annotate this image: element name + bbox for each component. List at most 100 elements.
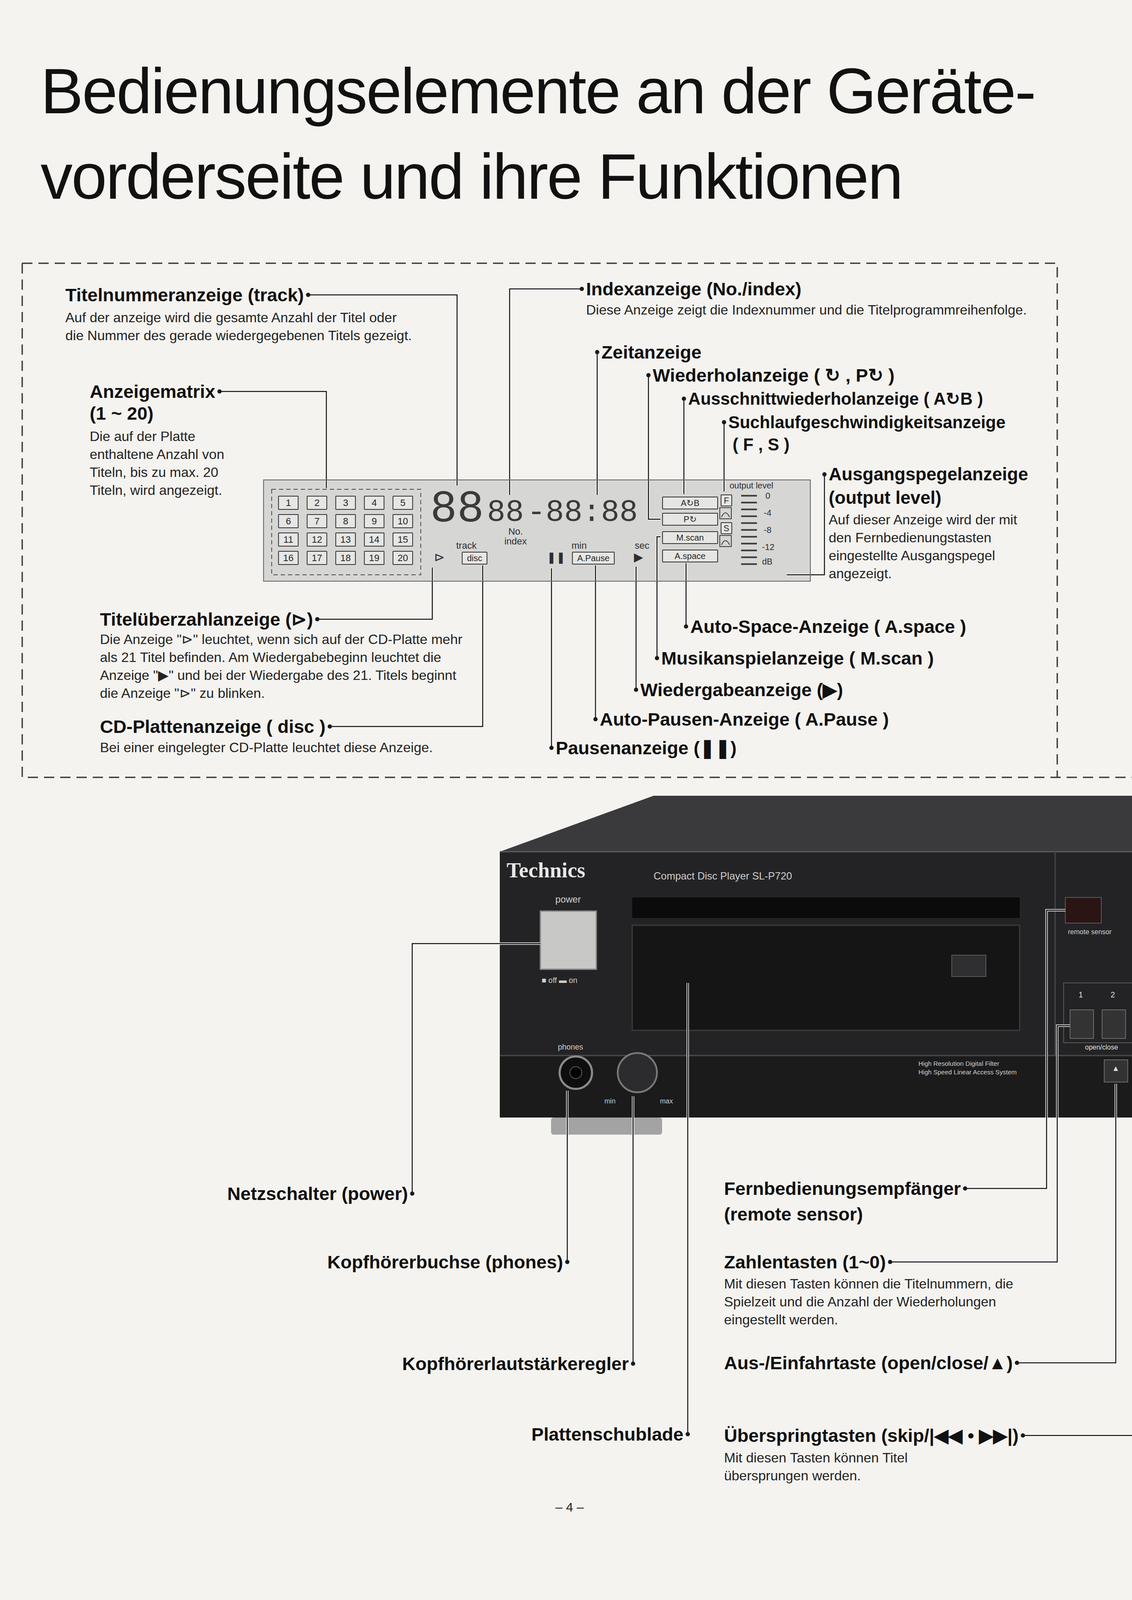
leader-halo — [890, 1025, 1071, 1262]
device-print: ▲ — [1111, 1063, 1120, 1073]
player-lower-band — [499, 1055, 1132, 1118]
track-matrix-cell: 2 — [306, 495, 328, 510]
indicator-text: 2 — [314, 498, 320, 508]
callout-heading: Kopfhörerlautstärkeregler — [402, 1351, 630, 1375]
callout-heading: Titelnummeranzeige (track) — [65, 283, 304, 306]
remote-sensor-window — [1065, 897, 1102, 923]
callout-heading: (1 ~ 20) — [89, 401, 154, 425]
device-print: 1 — [1078, 990, 1083, 1000]
callout-heading: Zeitanzeige — [601, 340, 702, 364]
open-close-button — [1104, 1059, 1128, 1082]
panel-divider — [1054, 851, 1056, 1056]
dashed-frame — [22, 263, 1132, 778]
track-matrix-cell: 16 — [278, 550, 299, 565]
leader-stroke — [566, 1090, 569, 1262]
indicator-text: 10 — [397, 516, 408, 526]
track-matrix-cell: 14 — [363, 532, 385, 547]
track-matrix-cell: 5 — [392, 495, 414, 510]
leader-dot — [633, 687, 639, 692]
leader-line — [565, 1090, 570, 1264]
leader-halo — [1017, 1083, 1116, 1363]
disc-tray — [632, 924, 1020, 1030]
display-print: track — [456, 540, 477, 551]
leader-dot — [962, 1185, 968, 1191]
callout-text: Auf der anzeige wird die gesamte Anzahl … — [65, 308, 416, 345]
display-print: No. index — [501, 526, 530, 546]
track-matrix-cell: 6 — [278, 513, 299, 528]
leader-line — [633, 566, 639, 692]
number-key — [1070, 1009, 1094, 1039]
device-print: ■ off ▬ on — [541, 975, 578, 985]
leader-halo — [786, 474, 825, 575]
indicator-text: M.scan — [676, 533, 704, 542]
indicator-text: 4 — [371, 498, 377, 508]
indicator-text: 6 — [285, 516, 291, 526]
leader-halo — [656, 536, 661, 658]
indicator-text: 13 — [340, 534, 351, 545]
device-print: max — [659, 1096, 673, 1105]
indicator-text: 11 — [283, 534, 294, 545]
leader-line — [683, 563, 689, 629]
leader-dot — [410, 1190, 415, 1196]
display-print: output level — [729, 480, 774, 490]
leader-stroke — [632, 1095, 634, 1364]
indicator-text: 5 — [400, 498, 406, 508]
display-print: ❚❚ — [546, 551, 566, 563]
leader-dot — [1014, 1360, 1020, 1365]
track-matrix-cell: 3 — [335, 495, 356, 510]
callout-heading: Indexanzeige (No./index) — [586, 277, 802, 300]
leader-stroke — [685, 563, 687, 627]
leader-line — [410, 943, 541, 1196]
leader-line — [646, 372, 661, 520]
leader-line — [315, 567, 433, 622]
track-matrix-cell: 10 — [392, 513, 414, 528]
leader-dot — [681, 396, 687, 401]
callout-text: Auf dieser Anzeige wird der mit den Fern… — [828, 510, 1034, 583]
callout-heading: Kopfhörerbuchse (phones) — [327, 1250, 564, 1273]
leader-halo — [634, 566, 638, 690]
display-print: -88:88 — [527, 497, 638, 528]
callout-heading: Auto-Space-Anzeige ( A.space ) — [690, 615, 967, 638]
leader-stroke — [509, 288, 582, 495]
device-print: High Resolution Digital Filter — [918, 1059, 1000, 1067]
callout-heading: Pausenanzeige (❚❚) — [555, 736, 737, 759]
leader-line — [685, 982, 690, 1436]
indicator-text: 15 — [397, 534, 408, 545]
indicator-text: 20 — [397, 553, 408, 563]
indicator-text: 18 — [340, 553, 351, 563]
callout-heading: Ausgangspegelanzeige — [828, 463, 1029, 485]
callout-heading: Auto-Pausen-Anzeige ( A.Pause ) — [599, 707, 889, 731]
leader-dot — [315, 616, 320, 622]
leader-halo — [722, 422, 726, 492]
key-frame — [1063, 982, 1132, 1043]
leader-line — [1020, 1432, 1132, 1437]
indicator-text: A↻B — [680, 498, 700, 508]
leader-dot — [1020, 1432, 1026, 1437]
phones-jack — [559, 1055, 593, 1089]
indicator-text: 16 — [283, 553, 294, 563]
track-matrix-cell: 18 — [335, 550, 356, 565]
callout-heading: Wiederholanzeige ( ↻ , P↻ ) — [652, 363, 895, 387]
indicator-text: 19 — [369, 553, 380, 563]
callout-text: Mit diesen Tasten können Titel übersprun… — [724, 1448, 930, 1484]
track-matrix-cell: 4 — [363, 495, 385, 510]
leader-stroke — [635, 566, 637, 690]
number-key — [1102, 1009, 1126, 1039]
leader-stroke — [219, 391, 327, 488]
leader-halo — [566, 1090, 569, 1262]
callout-text: Die Anzeige "⊳" leuchtet, wenn sich auf … — [99, 630, 476, 702]
display-print: -8 — [763, 525, 772, 534]
indicator-box: S — [720, 522, 733, 534]
indicator-box: F — [720, 494, 733, 507]
callout-heading: Netzschalter (power) — [227, 1181, 408, 1205]
tray-slot — [632, 897, 1020, 918]
power-button — [540, 910, 597, 969]
device-print: min — [604, 1096, 616, 1105]
leader-dot — [683, 624, 689, 629]
indicator-text: A.space — [674, 551, 706, 561]
callout-text: Bei einer eingelegter CD-Platte leuchtet… — [99, 738, 528, 757]
indicator-text: S — [723, 523, 730, 533]
leader-stroke — [723, 422, 725, 492]
leader-stroke — [964, 909, 1066, 1188]
